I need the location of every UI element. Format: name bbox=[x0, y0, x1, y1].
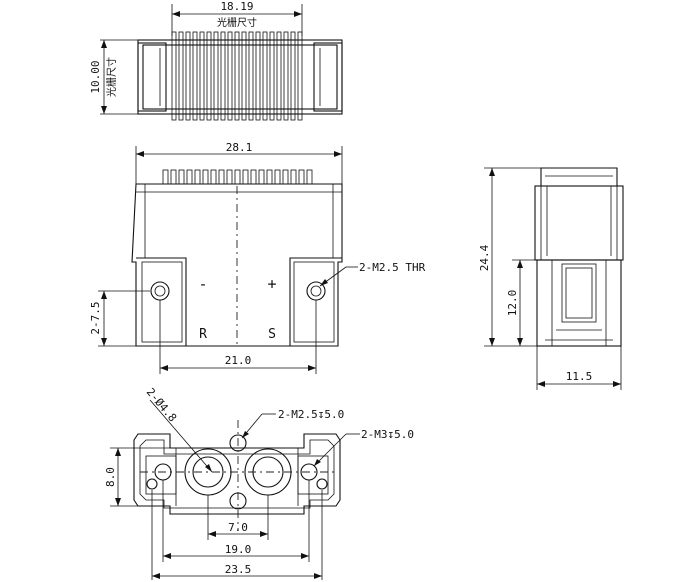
dim-hole-offset-value: 2-7.5 bbox=[89, 301, 102, 334]
dim-top-width-value: 18.19 bbox=[220, 0, 253, 13]
top-fins bbox=[171, 31, 303, 121]
dim-bottom-235-value: 23.5 bbox=[225, 563, 252, 576]
thread-callout-text: 2-M2.5 THR bbox=[359, 261, 426, 274]
s-marking: S bbox=[268, 327, 276, 342]
m25-callout-text: 2-M2.5↧5.0 bbox=[278, 408, 344, 421]
front-fins bbox=[162, 169, 313, 185]
dim-hole-offset: 2-7.5 bbox=[89, 290, 150, 347]
dim-top-height-value: 10.00 bbox=[89, 60, 102, 93]
dim-side-height: 24.4 bbox=[478, 167, 541, 347]
dim-bottom-height-value: 8.0 bbox=[104, 467, 117, 487]
dim-side-inner-height: 12.0 bbox=[506, 259, 537, 346]
front-view: - + R S 28.1 2-7.5 21.0 bbox=[89, 141, 426, 374]
dim-side-width-value: 11.5 bbox=[566, 370, 593, 383]
dim-bottom-7-value: 7.0 bbox=[228, 521, 248, 534]
side-view: 24.4 12.0 11.5 bbox=[478, 167, 624, 390]
r-marking: R bbox=[199, 327, 207, 342]
dim-bottom-height: 8.0 bbox=[104, 447, 170, 507]
dim-hole-spacing: 21.0 bbox=[159, 300, 317, 374]
dim-top-height: 10.00 光栅尺寸 bbox=[89, 39, 140, 115]
plus-marking: + bbox=[267, 275, 276, 293]
dim-top-height-note: 光栅尺寸 bbox=[105, 57, 118, 97]
dim-bottom-7: 7.0 bbox=[207, 495, 269, 540]
dim-top-width: 18.19 光栅尺寸 bbox=[171, 0, 303, 36]
dia-callout-text: 2-Ø4.8 bbox=[144, 386, 180, 425]
dim-front-width: 28.1 bbox=[135, 141, 343, 184]
bottom-view: 2-Ø4.8 2-M2.5↧5.0 2-M3↧5.0 8.0 bbox=[104, 386, 414, 580]
m3-callout: 2-M3↧5.0 bbox=[313, 428, 414, 467]
top-view: 18.19 光栅尺寸 10.00 光栅尺寸 bbox=[89, 0, 343, 121]
dim-bottom-19: 19.0 bbox=[162, 480, 310, 562]
dim-bottom-19-value: 19.0 bbox=[225, 543, 252, 556]
m3-callout-text: 2-M3↧5.0 bbox=[361, 428, 414, 441]
dim-side-inner-height-value: 12.0 bbox=[506, 290, 519, 317]
m25-callout: 2-M2.5↧5.0 bbox=[241, 408, 344, 439]
dim-top-width-note: 光栅尺寸 bbox=[217, 16, 257, 29]
dim-side-height-value: 24.4 bbox=[478, 244, 491, 271]
dim-hole-spacing-value: 21.0 bbox=[225, 354, 252, 367]
dia-callout: 2-Ø4.8 bbox=[144, 386, 213, 473]
minus-marking: - bbox=[198, 275, 207, 293]
dim-side-width: 11.5 bbox=[536, 346, 622, 390]
dim-front-width-value: 28.1 bbox=[226, 141, 253, 154]
thread-callout: 2-M2.5 THR bbox=[319, 261, 426, 287]
dim-bottom-235: 23.5 bbox=[151, 490, 323, 580]
